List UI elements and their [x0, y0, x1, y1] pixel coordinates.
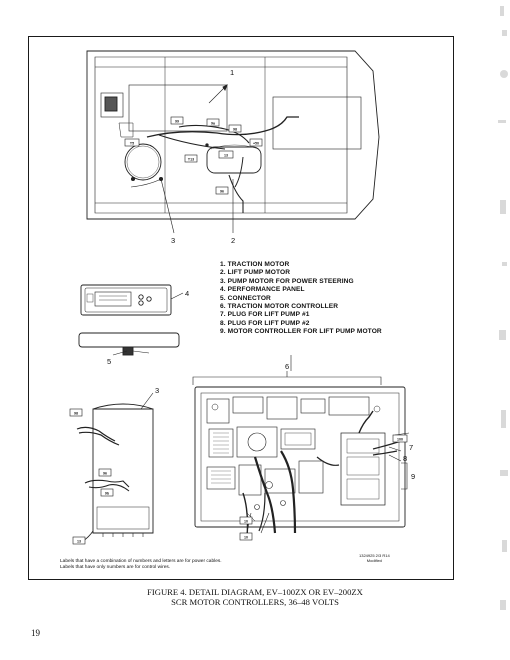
wire-tag: +50 [253, 142, 259, 146]
callout-traction-controller: 6 [285, 362, 289, 371]
legend-item: 1. TRACTION MOTOR [220, 261, 290, 268]
caption-line: FIGURE 4. DETAIL DIAGRAM, EV–100ZX OR EV… [147, 587, 363, 597]
page-number: 19 [31, 628, 40, 638]
wire-tag: T13 [188, 158, 194, 162]
wire-tag: 98 [74, 412, 78, 416]
wire-tag: 96 [220, 190, 224, 194]
legend-item: 2. LIFT PUMP MOTOR [220, 269, 291, 277]
wire-tag: 9b [105, 492, 110, 496]
callout-lift-pump-plug-1: 7 [409, 443, 413, 452]
connector-side-view [78, 332, 180, 356]
controller-assembly [192, 355, 410, 538]
wire-tag: T5 [130, 142, 134, 146]
wire-tag: 10 [244, 536, 248, 540]
legend-item: 7. PLUG FOR LIFT PUMP #1 [220, 311, 310, 319]
scan-bleed-through [498, 6, 508, 610]
callout-steering-pump-motor: 3 [155, 386, 159, 395]
drawing-reference: 1324925 2/3 R14 Modified [359, 553, 390, 563]
legend-item: 5. CONNECTOR [220, 294, 271, 302]
callout-lift-pump-plug-2: 8 [403, 454, 407, 463]
performance-panel [80, 284, 184, 316]
wire-tags [69, 116, 408, 545]
wire-tag: 10 [244, 520, 248, 524]
reference-modified: Modified [366, 558, 382, 563]
steering-pump-motor [76, 392, 154, 542]
label-note: Labels that have a combination of number… [60, 559, 222, 572]
note-line: Labels that have a combination of number… [60, 559, 222, 564]
callout-traction-motor: 1 [230, 68, 234, 77]
caption-line: SCR MOTOR CONTROLLERS, 36–48 VOLTS [171, 597, 339, 607]
figure-frame: 99 9a T5 98 T13 13 +50 96 98 96 9b 13 10… [28, 36, 454, 580]
wire-tag: 96 [103, 472, 107, 476]
callout-connector: 5 [107, 357, 111, 366]
wire-tag: 99 [175, 120, 179, 124]
wire-tag: 100 [397, 438, 403, 442]
callout-lift-pump-motor: 2 [231, 236, 235, 245]
legend-item: 3. PUMP MOTOR FOR POWER STEERING [220, 277, 354, 285]
wire-tag: 98 [233, 128, 237, 132]
truck-top-view [86, 50, 380, 234]
note-line: Labels that have only numbers are for co… [60, 565, 171, 571]
callout-steering-pump: 3 [171, 236, 175, 245]
figure-caption: FIGURE 4. DETAIL DIAGRAM, EV–100ZX OR EV… [0, 587, 510, 607]
callout-performance-panel: 4 [185, 289, 189, 298]
legend-item: 4. PERFORMANCE PANEL [220, 286, 305, 294]
wire-tag: 13 [224, 154, 228, 158]
wire-tag: 13 [77, 540, 81, 544]
callout-lift-pump-controller: 9 [411, 472, 415, 481]
legend-item: 8. PLUG FOR LIFT PUMP #2 [220, 319, 310, 327]
reference-number: 1324925 2/3 R14 [359, 553, 390, 558]
wire-tag: 9a [211, 122, 216, 126]
detail-diagram: 99 9a T5 98 T13 13 +50 96 98 96 9b 13 10… [69, 50, 415, 545]
legend-item: 6. TRACTION MOTOR CONTROLLER [220, 303, 339, 311]
legend-item: 9. MOTOR CONTROLLER FOR LIFT PUMP MOTOR [220, 328, 382, 336]
component-legend: 1. TRACTION MOTOR 2. LIFT PUMP MOTOR 3. … [220, 261, 382, 337]
